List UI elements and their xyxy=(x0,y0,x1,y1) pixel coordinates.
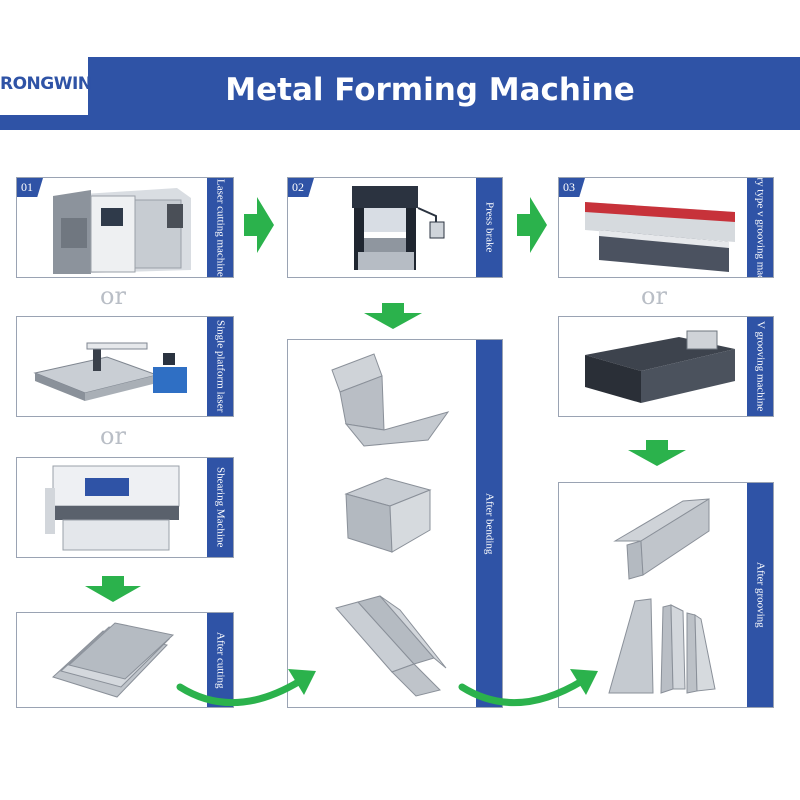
alt-card-single-platform-laser: Single platform laser xyxy=(16,316,234,417)
result-label: After grooving xyxy=(754,562,767,628)
label-strip xyxy=(207,458,233,557)
result-card-after-grooving: After grooving xyxy=(558,482,774,708)
step-number: 02 xyxy=(288,178,314,197)
step-label: Laser cutting machine xyxy=(214,178,227,277)
logo-box xyxy=(0,57,88,115)
arrow-down-icon xyxy=(364,303,422,329)
label-strip xyxy=(476,178,502,277)
result-label: After cutting xyxy=(214,631,227,689)
label-strip xyxy=(476,340,502,707)
gantry-grooving-machine-image xyxy=(585,202,735,272)
bent-parts-image xyxy=(331,353,450,697)
v-grooving-machine-image xyxy=(585,330,735,403)
alt-label: Shearing Machine xyxy=(214,467,227,548)
single-platform-laser-image xyxy=(33,342,187,401)
grooved-parts-image xyxy=(608,498,716,694)
arrow-down-icon xyxy=(85,576,141,602)
label-strip xyxy=(207,317,233,416)
logo: RONGWIN xyxy=(0,74,92,94)
result-card-after-cutting: After cutting xyxy=(16,612,234,708)
label-strip xyxy=(207,178,233,277)
alt-card-shearing-machine: Shearing Machine xyxy=(16,457,234,558)
alt-label: Single platform laser xyxy=(214,320,227,413)
result-card-after-bending: After bending xyxy=(287,339,503,708)
label-strip xyxy=(747,483,773,707)
step-label: Press brake xyxy=(483,202,496,253)
or-separator: or xyxy=(100,422,126,450)
step-label: Gantry type v grooving machine xyxy=(754,177,767,278)
label-strip xyxy=(207,613,233,707)
arrow-right-icon xyxy=(244,197,274,253)
curved-arrow-icon xyxy=(176,669,316,706)
step-number: 03 xyxy=(559,178,585,197)
step-card-gantry-grooving: 03 Gantry type v grooving machine xyxy=(558,177,774,278)
arrow-down-icon xyxy=(628,440,686,466)
shearing-machine-image xyxy=(45,465,180,551)
label-strip xyxy=(747,317,773,416)
or-separator: or xyxy=(100,282,126,310)
step-card-laser-cutting: 01 Laser cutting machine xyxy=(16,177,234,278)
header-banner xyxy=(0,57,800,130)
page-title: Metal Forming Machine xyxy=(225,72,635,108)
or-separator: or xyxy=(641,282,667,310)
step-card-press-brake: 02 Press brake xyxy=(287,177,503,278)
press-brake-image xyxy=(352,186,445,270)
metal-sheets-image xyxy=(52,622,175,698)
alt-label: V grooving machine xyxy=(754,321,767,412)
result-label: After bending xyxy=(483,492,496,555)
laser-cutting-machine-image xyxy=(53,188,191,274)
step-number: 01 xyxy=(17,178,43,197)
label-strip xyxy=(747,178,773,277)
alt-card-v-grooving-machine: V grooving machine xyxy=(558,316,774,417)
arrow-right-icon xyxy=(517,197,547,253)
curved-arrow-icon xyxy=(458,669,598,706)
